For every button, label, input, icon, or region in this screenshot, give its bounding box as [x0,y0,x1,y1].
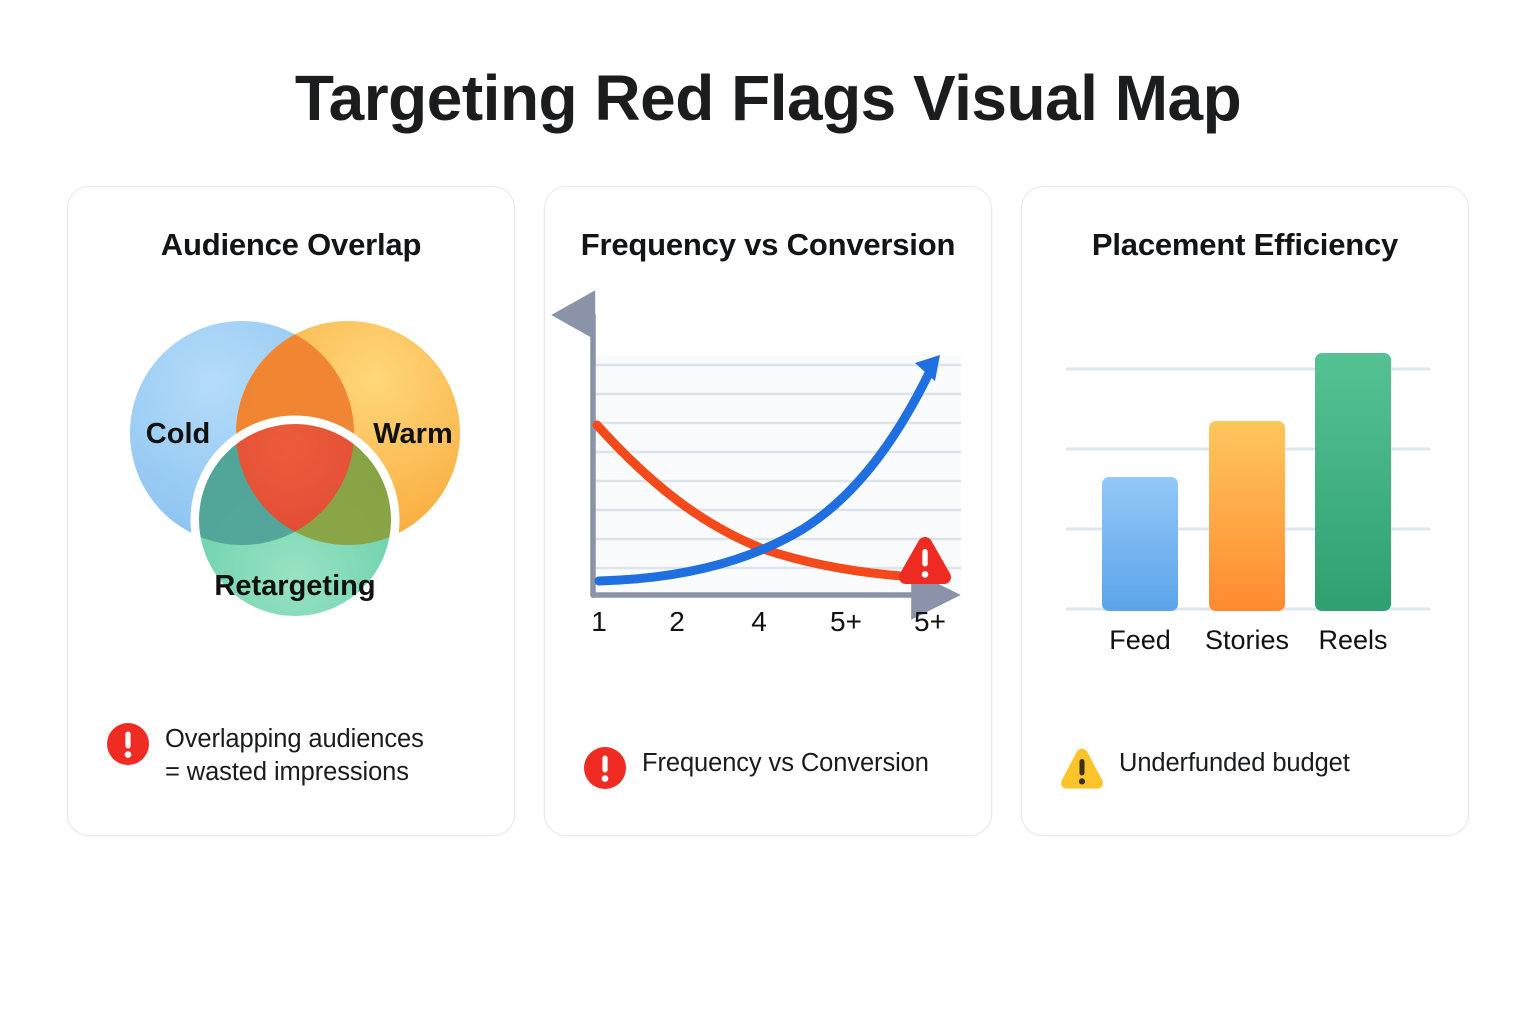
bar-chart-svg: Feed Stories Reels [1066,353,1430,655]
note-frequency-vs-conversion: Frequency vs Conversion [583,746,929,790]
x-tick-label: 1 [591,606,607,637]
alert-circle-icon [584,747,626,789]
x-tick-label: 5+ [830,606,862,637]
series-frequency-rising [594,364,936,586]
x-tick-label: 5+ [914,606,946,637]
bar-chart: Feed Stories Reels [1052,309,1444,669]
note-text-audience-overlap: Overlapping audiences = wasted impressio… [165,724,424,787]
bar-label-feed: Feed [1109,625,1171,655]
card-audience-overlap[interactable]: Audience Overlap [67,186,515,836]
alert-circle-icon [107,722,149,765]
venn-overlap-triple [236,420,354,545]
note-text-placement-efficiency: Underfunded budget [1119,749,1350,777]
note-audience-overlap: Overlapping audiences = wasted impressio… [106,722,424,790]
venn-label-retargeting: Retargeting [214,570,376,602]
line-chart: 1 2 4 5+ 5+ [551,290,977,667]
card-title-frequency-vs-conversion: Frequency vs Conversion [580,227,956,262]
note-text-frequency-vs-conversion: Frequency vs Conversion [642,749,929,777]
line-chart-svg: 1 2 4 5+ 5+ [551,290,961,637]
card-placement-efficiency[interactable]: Placement Efficiency [1021,186,1469,836]
bar-category-labels: Feed Stories Reels [1109,625,1387,655]
alert-triangle-icon [899,537,951,584]
card-title-placement-efficiency: Placement Efficiency [1091,227,1399,262]
venn-retargeting-outline [191,416,399,624]
bar-label-stories: Stories [1205,625,1289,655]
venn-label-cold: Cold [145,418,211,450]
card-frequency-vs-conversion[interactable]: Frequency vs Conversion [544,186,992,836]
card-title-audience-overlap: Audience Overlap [160,227,422,262]
venn-diagram: Cold Warm Retargeting [92,315,492,655]
note-placement-efficiency: Underfunded budget [1060,746,1350,790]
bar-reels[interactable] [1315,353,1391,611]
x-tick-label: 2 [669,606,685,637]
series-frequency-arrowhead [915,355,940,381]
venn-label-warm: Warm [373,418,453,450]
alert-triangle-icon [1061,748,1103,789]
bar-feed[interactable] [1102,477,1178,611]
bar-label-reels: Reels [1318,625,1387,655]
page-title: Targeting Red Flags Visual Map [294,62,1242,134]
bar-stories[interactable] [1209,421,1285,611]
card-row: Audience Overlap [67,186,1469,836]
x-tick-labels: 1 2 4 5+ 5+ [591,606,946,637]
x-tick-label: 4 [751,606,767,637]
venn-svg [130,321,460,625]
